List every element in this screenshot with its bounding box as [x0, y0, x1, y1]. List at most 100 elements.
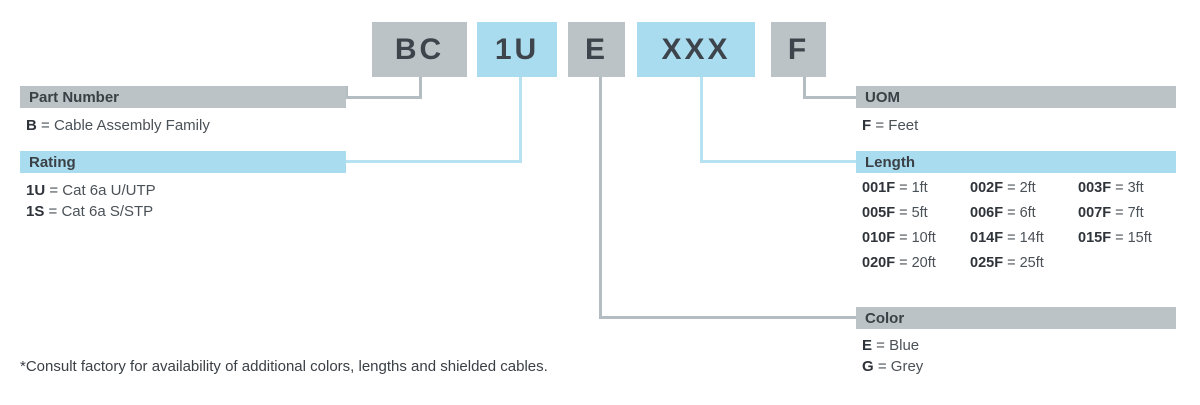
entry-code: G [862, 358, 874, 375]
entry-desc: 5ft [911, 205, 928, 221]
connector-part-number-stub [345, 86, 348, 99]
entry-rating-1S: 1S = Cat 6a S/STP [26, 201, 156, 222]
entry-separator: = [895, 180, 912, 196]
connector-part-number-vertical [419, 77, 422, 98]
length-cell: 006F = 6ft [970, 205, 1078, 221]
code-box-color: E [568, 22, 625, 77]
entry-separator: = [895, 205, 912, 221]
section-header-color: Color [856, 307, 1176, 329]
entry-code: 006F [970, 205, 1004, 221]
entry-code: 007F [1078, 205, 1112, 221]
entry-code: 025F [970, 255, 1004, 271]
entry-code: 002F [970, 180, 1004, 196]
entry-desc: 20ft [911, 255, 936, 271]
entry-separator: = [1111, 230, 1128, 246]
entry-color-E: E = Blue [862, 335, 923, 356]
length-cell: 005F = 5ft [862, 205, 970, 221]
length-cell: 014F = 14ft [970, 230, 1078, 246]
entry-separator: = [1003, 180, 1020, 196]
entry-code: 014F [970, 230, 1004, 246]
entry-desc: 6ft [1019, 205, 1036, 221]
length-cell: 020F = 20ft [862, 255, 970, 271]
connector-part-number-horizontal [345, 96, 422, 99]
connector-length-horizontal [700, 160, 856, 163]
connector-rating-horizontal [345, 160, 522, 163]
entry-separator: = [44, 203, 62, 220]
section-body-part-number: B = Cable Assembly Family [26, 115, 210, 136]
connector-color-horizontal [599, 316, 856, 319]
entry-separator: = [1111, 205, 1128, 221]
entry-code: 020F [862, 255, 896, 271]
entry-desc: Grey [890, 358, 924, 375]
code-box-length: XXX [637, 22, 755, 77]
entry-separator: = [895, 230, 912, 246]
entry-separator: = [45, 182, 63, 199]
entry-separator: = [871, 117, 889, 134]
entry-desc: Cable Assembly Family [53, 117, 210, 134]
entry-separator: = [36, 117, 54, 134]
connector-length-vertical [700, 77, 703, 161]
length-table-row: 005F = 5ft 006F = 6ft 007F = 7ft [862, 205, 1186, 221]
entry-separator: = [872, 337, 890, 354]
entry-code: 003F [1078, 180, 1112, 196]
length-table-row: 020F = 20ft 025F = 25ft [862, 255, 1186, 271]
length-cell-empty [1078, 255, 1186, 271]
section-header-part-number: Part Number [20, 86, 346, 108]
entry-desc: 15ft [1127, 230, 1152, 246]
entry-separator: = [895, 255, 912, 271]
entry-rating-1U: 1U = Cat 6a U/UTP [26, 180, 156, 201]
entry-uom-F: F = Feet [862, 115, 918, 136]
length-cell: 025F = 25ft [970, 255, 1078, 271]
length-table-row: 001F = 1ft 002F = 2ft 003F = 3ft [862, 180, 1186, 196]
length-cell: 007F = 7ft [1078, 205, 1186, 221]
connector-uom-vertical [803, 77, 806, 98]
length-cell: 003F = 3ft [1078, 180, 1186, 196]
entry-code: 005F [862, 205, 896, 221]
length-cell: 002F = 2ft [970, 180, 1078, 196]
entry-desc: Cat 6a S/STP [61, 203, 154, 220]
length-table: 001F = 1ft 002F = 2ft 003F = 3ft 005F = … [862, 180, 1186, 280]
entry-separator: = [1003, 205, 1020, 221]
section-header-uom: UOM [856, 86, 1176, 108]
code-box-rating: 1U [477, 22, 557, 77]
entry-color-G: G = Grey [862, 356, 923, 377]
entry-part-number-B: B = Cable Assembly Family [26, 115, 210, 136]
entry-separator: = [1111, 180, 1128, 196]
section-header-length: Length [856, 151, 1176, 173]
section-header-rating: Rating [20, 151, 346, 173]
entry-desc: 1ft [911, 180, 928, 196]
footnote: *Consult factory for availability of add… [20, 358, 548, 375]
entry-desc: 2ft [1019, 180, 1036, 196]
connector-rating-vertical [519, 77, 522, 161]
entry-code: 001F [862, 180, 896, 196]
length-cell: 015F = 15ft [1078, 230, 1186, 246]
entry-desc: 14ft [1019, 230, 1044, 246]
connector-uom-horizontal [803, 96, 856, 99]
entry-desc: 3ft [1127, 180, 1144, 196]
entry-separator: = [1003, 230, 1020, 246]
entry-separator: = [1003, 255, 1020, 271]
length-table-row: 010F = 10ft 014F = 14ft 015F = 15ft [862, 230, 1186, 246]
entry-desc: 25ft [1019, 255, 1044, 271]
entry-desc: 7ft [1127, 205, 1144, 221]
section-body-color: E = Blue G = Grey [862, 335, 923, 377]
entry-code: F [862, 117, 872, 134]
section-body-rating: 1U = Cat 6a U/UTP 1S = Cat 6a S/STP [26, 180, 156, 222]
entry-desc: Cat 6a U/UTP [62, 182, 156, 199]
length-cell: 010F = 10ft [862, 230, 970, 246]
connector-color-vertical [599, 77, 602, 316]
entry-code: 1U [26, 182, 46, 199]
code-box-uom: F [771, 22, 826, 77]
section-body-uom: F = Feet [862, 115, 918, 136]
entry-code: 010F [862, 230, 896, 246]
entry-code: 1S [26, 203, 45, 220]
entry-desc: Feet [888, 117, 919, 134]
code-box-part-number: BC [372, 22, 467, 77]
length-cell: 001F = 1ft [862, 180, 970, 196]
entry-separator: = [873, 358, 891, 375]
entry-code: B [26, 117, 37, 134]
entry-code: E [862, 337, 873, 354]
entry-desc: 10ft [911, 230, 936, 246]
entry-desc: Blue [889, 337, 920, 354]
